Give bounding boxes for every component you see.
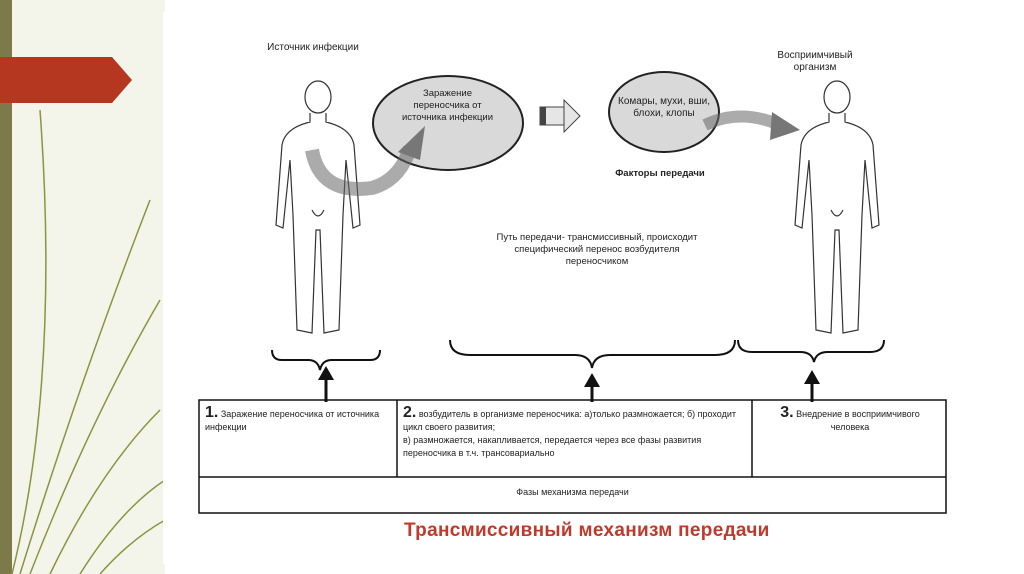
phases-table [198,399,947,514]
phase-3-text: Внедрение в восприимчивого человека [796,409,920,432]
infection-bubble-text: Заражение переносчика от источника инфек… [401,88,494,123]
accent-tab [0,57,132,103]
decorative-lines [11,109,166,574]
arrow-up-1 [318,366,334,402]
carriers-bubble-text: Комары, мухи, вши, блохи, клопы [618,96,710,119]
recipient-person-figure [794,80,880,334]
curved-arrow-left-head [398,126,425,160]
phase-1-text: Заражение переносчика от источника инфек… [205,409,380,432]
arrow-up-3 [804,370,820,402]
slide-caption: Трансмиссивный механизм передачи [404,520,770,541]
phase-2-text-b: в) размножается, накапливается, передает… [403,435,702,458]
phase-2-number: 2. [403,404,417,421]
source-label: Источник инфекции [267,42,359,53]
carriers-bubble [608,71,720,153]
curved-arrow-right [702,110,783,131]
phase-3-number: 3. [780,404,794,421]
curved-arrow-left [305,145,417,196]
phase-2-text-a: возбудитель в организме переносчика: а)т… [403,409,736,432]
curved-arrow-right-head [770,112,800,140]
phase-1-cell: 1. Заражение переносчика от источника ин… [205,404,393,434]
phase-2-cell: 2. возбудитель в организме переносчика: … [403,404,748,460]
brace-middle [449,339,736,369]
block-arrow [539,98,581,134]
route-label: Путь передачи- трансмиссивный, происходи… [496,232,698,267]
diagram-panel [163,12,1008,564]
brace-left [271,349,381,371]
phase-3-cell: 3. Внедрение в восприимчивого человека [760,404,940,434]
transmission-factors-label: Факторы передачи [615,168,705,179]
source-person-figure [275,80,361,334]
recipient-label: Восприимчивый организм [777,50,853,73]
brace-right [737,339,885,363]
arrow-up-2 [584,373,600,402]
phase-1-number: 1. [205,404,219,421]
phases-footer: Фазы механизма передачи [516,487,629,497]
left-edge-stripe [0,0,12,574]
